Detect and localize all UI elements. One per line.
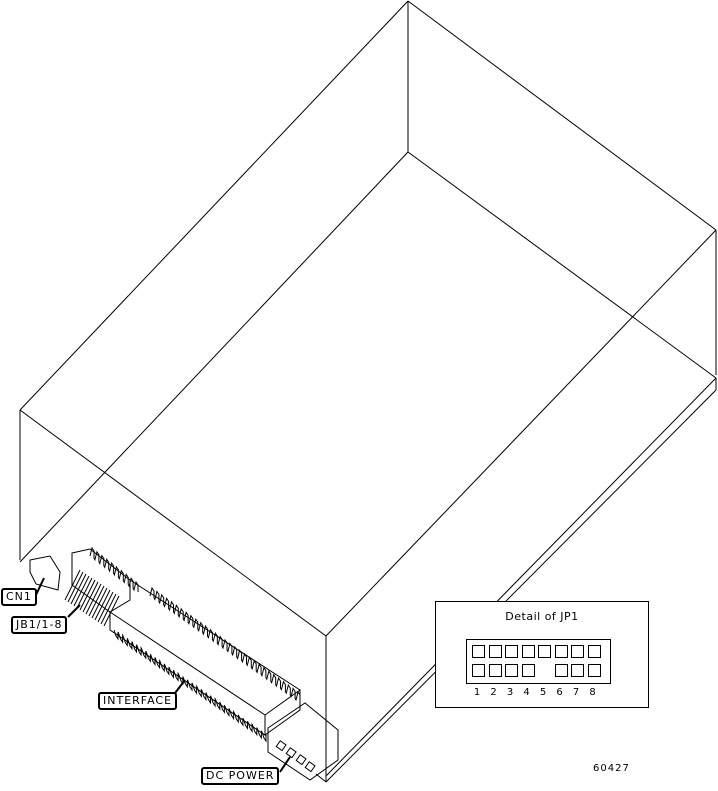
connector-pins	[113, 629, 267, 743]
jb1-jumper-pin	[82, 581, 99, 613]
connector-pins	[89, 546, 139, 592]
jumper-pin	[505, 664, 518, 677]
base-plate	[315, 377, 717, 783]
jb1-jumper-pin	[97, 591, 114, 623]
jumper-pin	[554, 645, 568, 658]
jb1-jumper-pin	[91, 587, 108, 619]
pin-number-label: 5	[539, 687, 547, 698]
callout-jb1: JB1/1-8	[11, 616, 68, 634]
jumper-pin	[587, 664, 601, 677]
callout-leaders	[34, 577, 291, 773]
jumper-pin	[571, 645, 584, 658]
jumper-pin	[488, 664, 502, 677]
jb1-jumper-pin	[100, 593, 117, 625]
jumper-pin	[554, 664, 568, 677]
pin-number-label: 3	[506, 687, 514, 698]
jb1-jumper-pin	[67, 571, 84, 603]
callout-dc-power: DC POWER	[201, 767, 280, 785]
pin-number-label: 8	[589, 687, 596, 698]
jb1-jumper-pin	[76, 577, 93, 609]
jp1-detail-title: Detail of JP1	[505, 610, 579, 623]
jumper-pin	[488, 645, 502, 658]
figure-number: 60427	[593, 763, 630, 774]
pin-number-label: 1	[473, 687, 481, 698]
jb1-jumper-pin	[73, 575, 90, 607]
jb1-jumper-pin	[85, 583, 102, 615]
jb1-jumper-pin	[79, 579, 96, 611]
callout-cn1: CN1	[1, 588, 37, 606]
jumper-pin	[571, 664, 584, 677]
jb1-jumper-pin	[88, 585, 105, 617]
callout-interface: INTERFACE	[98, 692, 178, 710]
jumper-pin	[521, 664, 535, 677]
drive-box-edges	[19, 0, 717, 782]
connector-pins	[149, 586, 301, 702]
pin-number-label: 2	[490, 687, 497, 698]
jb1-jumper-pin	[103, 595, 120, 627]
jb1-jumper-pin	[64, 569, 81, 601]
connector-assembly	[29, 546, 339, 781]
jumper-pin	[538, 645, 551, 658]
pin-number-label: 6	[556, 687, 563, 698]
jumper-pin	[472, 645, 485, 658]
jumper-pin	[521, 645, 535, 658]
jb1-jumper-pin	[94, 589, 111, 621]
jumper-pin	[472, 664, 485, 677]
jumper-pin	[587, 645, 601, 658]
jp1-pin-block	[466, 639, 611, 684]
jb1-jumper-pin	[70, 573, 87, 605]
pin-number-label: 4	[523, 687, 530, 698]
jumper-pin	[505, 645, 518, 658]
pin-number-label: 7	[572, 687, 580, 698]
